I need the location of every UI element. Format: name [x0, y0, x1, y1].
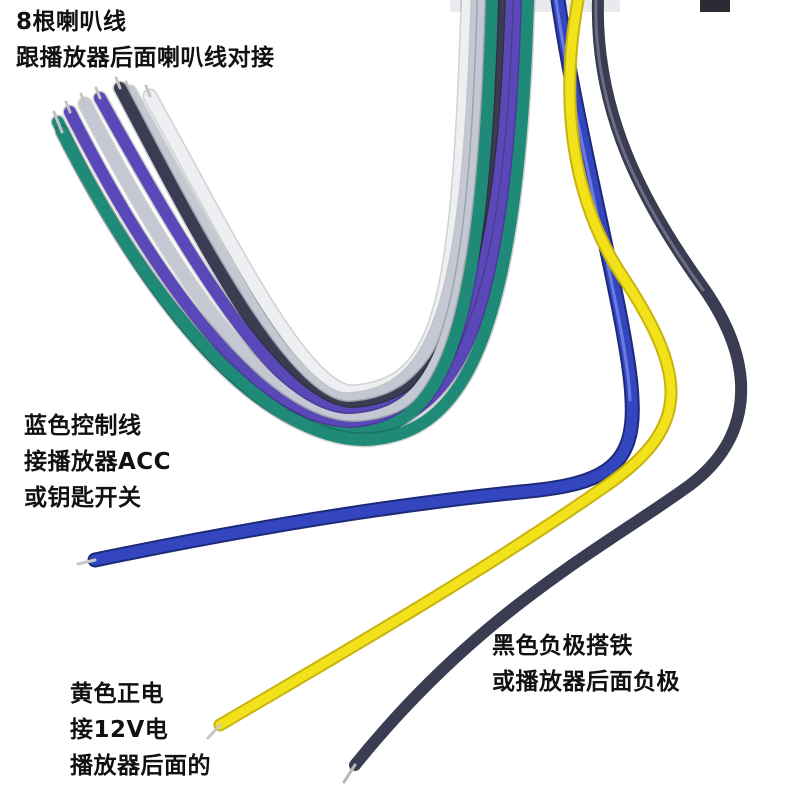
yellow-wire [215, 0, 676, 730]
yellow-wire-annotation: 黄色正电 接12V电 播放器后面的 [70, 676, 211, 784]
speaker-wires-annotation: 8根喇叭线 跟播放器后面喇叭线对接 [16, 4, 275, 76]
black-wire-tip [342, 763, 357, 784]
black-wire-highlight [594, 0, 705, 292]
yellow-wire-tip [206, 723, 222, 740]
speaker-annotation-line-1: 8根喇叭线 [16, 9, 127, 35]
yellow-annotation-line-3: 播放器后面的 [70, 753, 211, 779]
speaker-wire-purple-1-tip [94, 86, 102, 100]
blue-wire [89, 0, 638, 566]
speaker-wire-white-tip [144, 84, 152, 98]
speaker-wire-gray-2-tip [79, 92, 87, 106]
blue-annotation-line-2: 接播放器ACC [24, 449, 172, 475]
black-annotation-line-2: 或播放器后面负极 [492, 669, 680, 695]
speaker-annotation-line-2: 跟播放器后面喇叭线对接 [16, 45, 275, 71]
black-ground-wire [342, 0, 748, 784]
speaker-wire-teal-2-tip [56, 120, 64, 134]
blue-annotation-line-1: 蓝色控制线 [24, 413, 142, 439]
speaker-wire-teal-2 [56, 0, 534, 447]
speaker-wire-purple-2-tip [64, 100, 72, 114]
speaker-wire-black-tip [114, 76, 122, 90]
yellow-annotation-line-1: 黄色正电 [70, 681, 164, 707]
speaker-wire-teal-1-tip [52, 110, 60, 124]
speaker-wire-gray-2 [79, 0, 490, 427]
black-wire [349, 0, 748, 771]
blue-wire-tip [76, 558, 97, 566]
yellow-annotation-line-2: 接12V电 [70, 717, 169, 743]
blue-wire-annotation: 蓝色控制线 接播放器ACC 或钥匙开关 [24, 408, 171, 516]
speaker-wire-gray-1 [124, 0, 484, 407]
blue-annotation-line-3: 或钥匙开关 [24, 485, 142, 511]
connector-plug [700, 0, 730, 12]
black-wire-annotation: 黑色负极搭铁 或播放器后面负极 [492, 628, 680, 700]
black-annotation-line-1: 黑色负极搭铁 [492, 633, 633, 659]
speaker-wire-gray-1-tip [124, 80, 132, 94]
speaker-wire-white [144, 0, 474, 399]
speaker-wire-bundle [50, 0, 536, 448]
yellow-power-wire [206, 0, 678, 740]
